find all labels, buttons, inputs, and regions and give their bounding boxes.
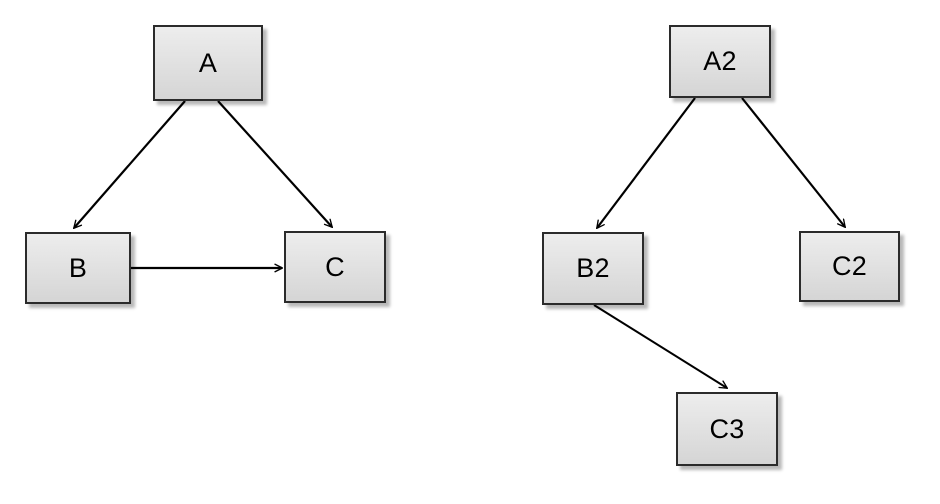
node-a2-label: A2 <box>703 46 737 76</box>
node-c-label: C <box>325 251 345 282</box>
edge-a2-to-b2 <box>597 97 696 228</box>
node-b-label: B <box>68 252 88 283</box>
node-c3-label: C3 <box>709 413 745 444</box>
edge-a-to-b <box>74 100 186 228</box>
node-b[interactable]: B <box>25 232 131 304</box>
node-c2[interactable]: C2 <box>799 231 900 302</box>
edge-a-to-c <box>217 100 332 227</box>
edge-a2-to-c2 <box>741 97 845 227</box>
node-a-label: A <box>198 47 218 78</box>
node-b2[interactable]: B2 <box>542 232 644 305</box>
node-c[interactable]: C <box>284 231 386 303</box>
node-a2[interactable]: A2 <box>669 25 771 98</box>
node-c3[interactable]: C3 <box>676 392 778 466</box>
node-c2-label: C2 <box>832 251 867 281</box>
node-a[interactable]: A <box>153 25 263 101</box>
node-b2-label: B2 <box>576 253 610 283</box>
edge-b2-to-c3 <box>593 304 727 388</box>
